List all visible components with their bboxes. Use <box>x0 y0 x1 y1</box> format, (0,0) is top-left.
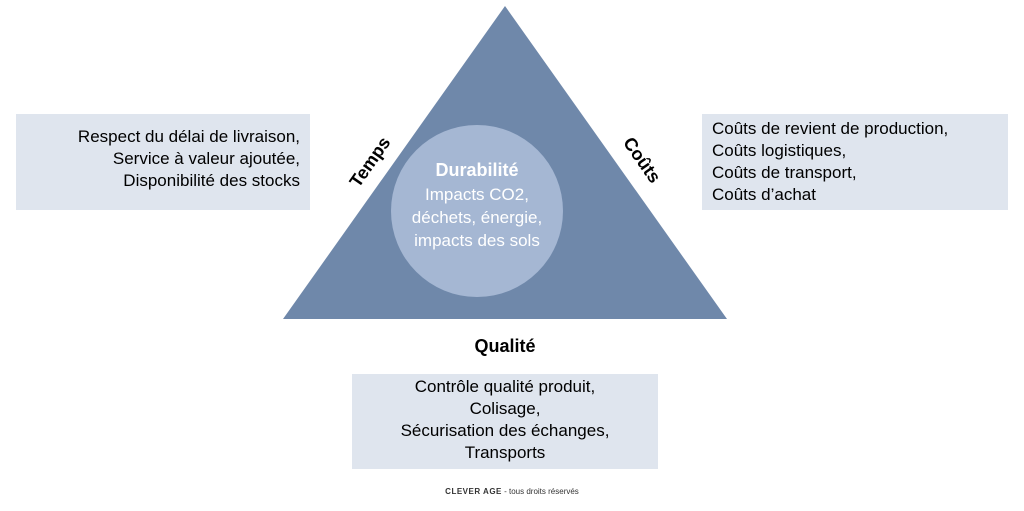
time-criteria-line: Disponibilité des stocks <box>123 171 300 190</box>
side-label-bottom: Qualité <box>474 336 535 356</box>
cost-criteria-box: Coûts de revient de production, Coûts lo… <box>702 114 1008 210</box>
quality-criteria-line: Sécurisation des échanges, <box>400 421 610 440</box>
copyright-footer: CLEVER AGE - tous droits réservés <box>0 487 1024 496</box>
center-line-1: Impacts CO2, <box>425 185 529 204</box>
center-line-2: déchets, énergie, <box>412 208 542 227</box>
quality-criteria-line: Contrôle qualité produit, <box>414 377 596 396</box>
center-title: Durabilité <box>435 160 518 180</box>
time-criteria-box: Respect du délai de livraison, Service à… <box>16 114 310 210</box>
quality-criteria-box: Contrôle qualité produit, Colisage, Sécu… <box>352 374 658 469</box>
cost-criteria-line: Coûts logistiques, <box>712 141 847 160</box>
cost-criteria-line: Coûts de transport, <box>712 163 857 182</box>
center-circle <box>391 125 563 297</box>
quality-criteria-line: Colisage, <box>469 399 541 418</box>
footer-brand: CLEVER AGE <box>445 487 502 496</box>
quality-criteria-line: Transports <box>464 443 546 462</box>
cost-criteria-line: Coûts d’achat <box>712 185 816 204</box>
time-criteria-line: Service à valeur ajoutée, <box>112 149 300 168</box>
time-criteria-line: Respect du délai de livraison, <box>77 127 300 146</box>
cost-criteria-line: Coûts de revient de production, <box>712 119 949 138</box>
footer-text: - tous droits réservés <box>501 487 579 496</box>
center-line-3: impacts des sols <box>414 231 540 250</box>
